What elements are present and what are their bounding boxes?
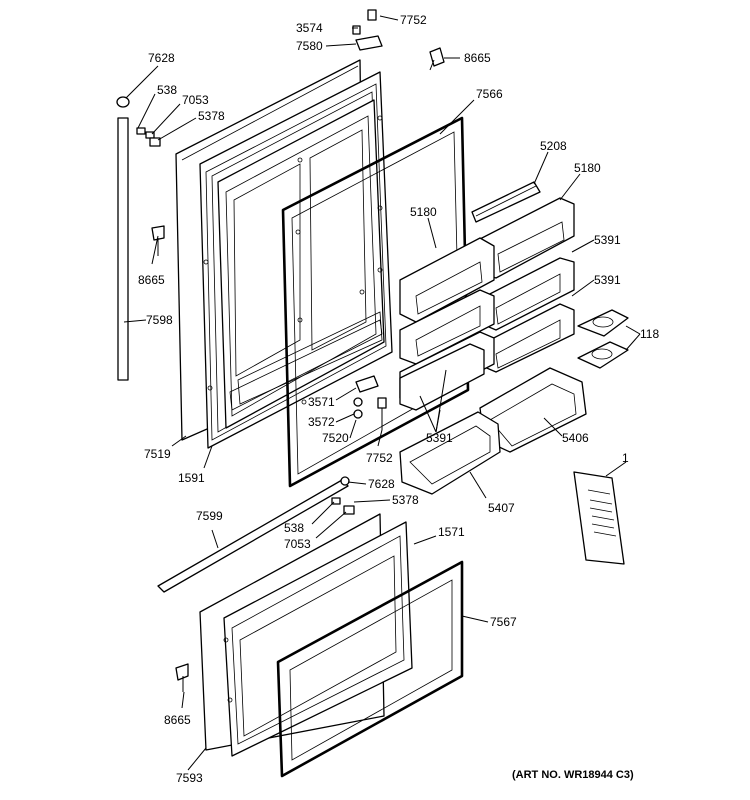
label-5378-top: 5378 <box>198 109 225 123</box>
label-1: 1 <box>622 451 629 465</box>
label-7580: 7580 <box>296 39 323 53</box>
label-7752-mid: 7752 <box>366 451 393 465</box>
top-hinge-parts <box>116 9 445 381</box>
label-7752-top: 7752 <box>400 13 427 27</box>
label-7053-top: 7053 <box>182 93 209 107</box>
label-8665-top: 8665 <box>464 51 491 65</box>
label-7598: 7598 <box>146 313 173 327</box>
label-7567: 7567 <box>490 615 517 629</box>
mid-hinge-parts <box>353 375 387 430</box>
label-7593: 7593 <box>176 771 203 785</box>
label-5391-left: 5391 <box>426 431 453 445</box>
freezer-gasket <box>276 560 464 778</box>
door-bins <box>399 181 629 495</box>
label-5180-left: 5180 <box>410 205 437 219</box>
label-3571: 3571 <box>308 395 335 409</box>
label-7628-top: 7628 <box>148 51 175 65</box>
label-118: 118 <box>640 327 659 341</box>
label-7053-bottom: 7053 <box>284 537 311 551</box>
label-5180-right: 5180 <box>574 161 601 175</box>
label-7519: 7519 <box>144 447 171 461</box>
part-labels: 3574 7752 7580 8665 7628 538 7053 5378 7… <box>138 13 659 785</box>
label-538-top: 538 <box>157 83 177 97</box>
label-8665-bottom: 8665 <box>164 713 191 727</box>
label-3572: 3572 <box>308 415 335 429</box>
label-7566: 7566 <box>476 87 503 101</box>
label-8665-left: 8665 <box>138 273 165 287</box>
label-3574: 3574 <box>296 21 323 35</box>
label-7628-bottom: 7628 <box>368 477 395 491</box>
leader-lines <box>123 15 641 771</box>
label-5391-upper: 5391 <box>594 233 621 247</box>
label-7520: 7520 <box>322 431 349 445</box>
art-number: (ART NO. WR18944 C3) <box>512 769 634 781</box>
label-5406: 5406 <box>562 431 589 445</box>
label-7599: 7599 <box>196 509 223 523</box>
label-5208: 5208 <box>540 139 567 153</box>
label-5378-bottom: 5378 <box>392 493 419 507</box>
label-1571: 1571 <box>438 525 465 539</box>
fresh-food-door-assembly <box>175 59 393 449</box>
label-5407: 5407 <box>488 501 515 515</box>
label-538-bottom: 538 <box>284 521 304 535</box>
label-1591: 1591 <box>178 471 205 485</box>
owner-manual <box>573 471 625 565</box>
label-5391-mid: 5391 <box>594 273 621 287</box>
